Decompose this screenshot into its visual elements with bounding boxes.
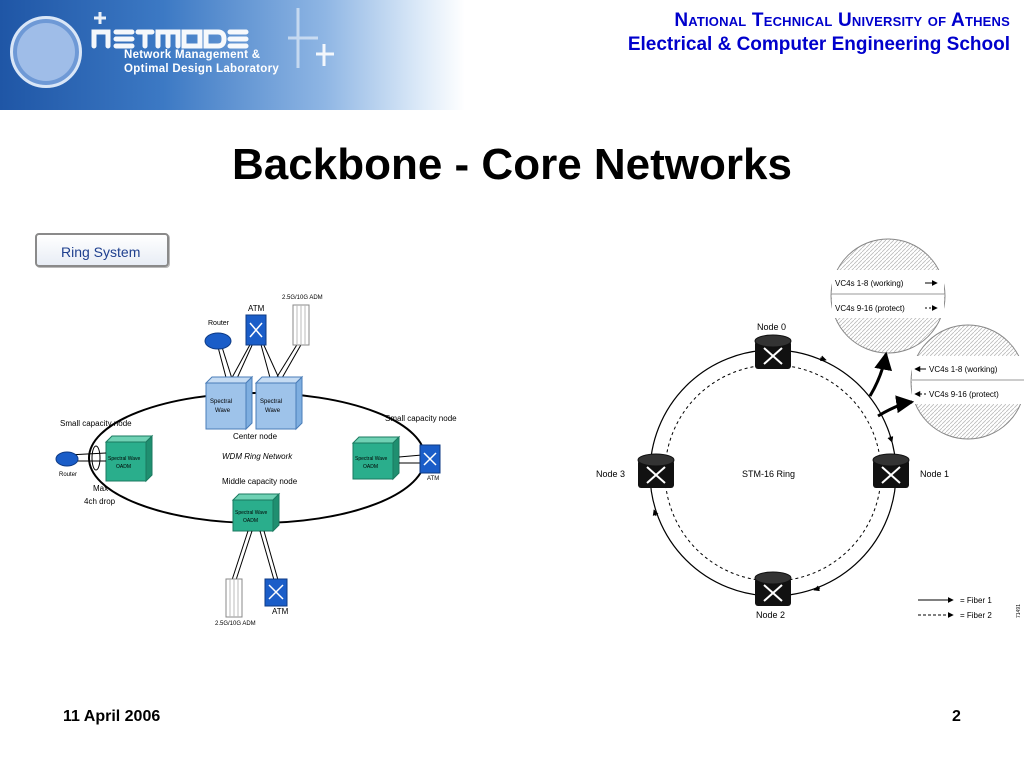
wdm-ring-label: WDM Ring Network <box>222 452 293 461</box>
node0-icon <box>754 334 792 369</box>
svg-text:Spectral Wave: Spectral Wave <box>108 456 141 462</box>
callout-top-protect: VC4s 9-16 (protect) <box>835 304 905 313</box>
middle-node-label: Middle capacity node <box>222 477 298 486</box>
university-name: National Technical University of Athens <box>674 10 1010 31</box>
atm-bottom-label: ATM <box>272 607 289 616</box>
lab-name-line2: Optimal Design Laboratory <box>124 63 280 75</box>
svg-text:Spectral Wave: Spectral Wave <box>235 510 268 516</box>
small-node-right-label: Small capacity node <box>385 414 457 423</box>
callout-top-pointer <box>868 351 893 397</box>
router-left-icon <box>55 451 79 467</box>
node2-icon <box>754 571 792 606</box>
node1-icon <box>872 453 910 488</box>
lab-name-line1: Network Management & <box>124 49 261 61</box>
slide-date: 11 April 2006 <box>63 708 161 725</box>
atm-right-label: ATM <box>427 476 439 482</box>
small-node-left-label: Small capacity node <box>60 419 132 428</box>
legend-fiber1: = Fiber 1 <box>960 596 992 605</box>
node3-label: Node 3 <box>596 469 625 479</box>
school-name: Electrical & Computer Engineering School <box>627 34 1010 55</box>
slide-title: Backbone - Core Networks <box>232 140 792 189</box>
svg-text:OADM: OADM <box>116 464 131 470</box>
ring-system-label: Ring System <box>61 244 141 260</box>
figure-id: 71491 <box>1016 604 1022 618</box>
svg-text:Spectral: Spectral <box>210 399 232 405</box>
callout-right-pointer <box>877 395 915 418</box>
spectral-wave-right: Spectral Wave <box>254 375 304 431</box>
netmode-logo-icon <box>91 8 334 68</box>
atm-top-label: ATM <box>248 304 265 313</box>
university-seal-icon <box>10 16 82 88</box>
adm-top-label: 2.5G/10G ADM <box>282 295 323 301</box>
ring-system-badge: Ring System <box>35 233 169 267</box>
stm16-ring-diagram: Node 0 Node 1 Node 2 Node 3 STM-16 Ring … <box>596 238 1024 620</box>
wdm-ring-diagram: Router ATM 2.5G/10G ADM Spectral Wave Sp… <box>55 295 457 627</box>
router-top-label: Router <box>208 320 230 327</box>
svg-text:Wave: Wave <box>265 408 281 414</box>
svg-text:Spectral Wave: Spectral Wave <box>355 456 388 462</box>
fiber-legend: = Fiber 1 = Fiber 2 <box>918 596 992 620</box>
svg-text:Wave: Wave <box>215 408 231 414</box>
oadm-bottom: Spectral Wave OADM <box>231 492 281 533</box>
max-drop-line2: 4ch drop <box>84 497 116 506</box>
node3-icon <box>637 453 675 488</box>
header-banner: Network Management & Optimal Design Labo… <box>0 0 465 110</box>
stm16-ring-label: STM-16 Ring <box>742 469 795 479</box>
node2-label: Node 2 <box>756 610 785 620</box>
university-header: National Technical University of Athens … <box>628 9 1010 57</box>
callout-top-working: VC4s 1-8 (working) <box>835 279 904 288</box>
page-number: 2 <box>952 708 961 725</box>
oadm-left: Spectral Wave OADM <box>104 434 154 483</box>
legend-fiber2: = Fiber 2 <box>960 611 992 620</box>
svg-text:OADM: OADM <box>243 518 258 524</box>
callout-right-working: VC4s 1-8 (working) <box>929 365 998 374</box>
callout-right-protect: VC4s 9-16 (protect) <box>929 390 999 399</box>
node1-label: Node 1 <box>920 469 949 479</box>
oadm-right: Spectral Wave OADM <box>351 435 401 481</box>
adm-bottom-label: 2.5G/10G ADM <box>215 621 256 627</box>
node0-label: Node 0 <box>757 322 786 332</box>
callout-right: VC4s 1-8 (working) VC4s 9-16 (protect) <box>910 324 1024 440</box>
svg-text:OADM: OADM <box>363 464 378 470</box>
router-left-label: Router <box>59 472 77 478</box>
callout-top: VC4s 1-8 (working) VC4s 9-16 (protect) <box>830 238 946 354</box>
max-drop-line1: Max <box>93 484 108 493</box>
router-top-icon <box>204 332 232 350</box>
spectral-wave-left: Spectral Wave <box>204 375 254 431</box>
svg-text:Spectral: Spectral <box>260 399 282 405</box>
center-node-label: Center node <box>233 432 278 441</box>
